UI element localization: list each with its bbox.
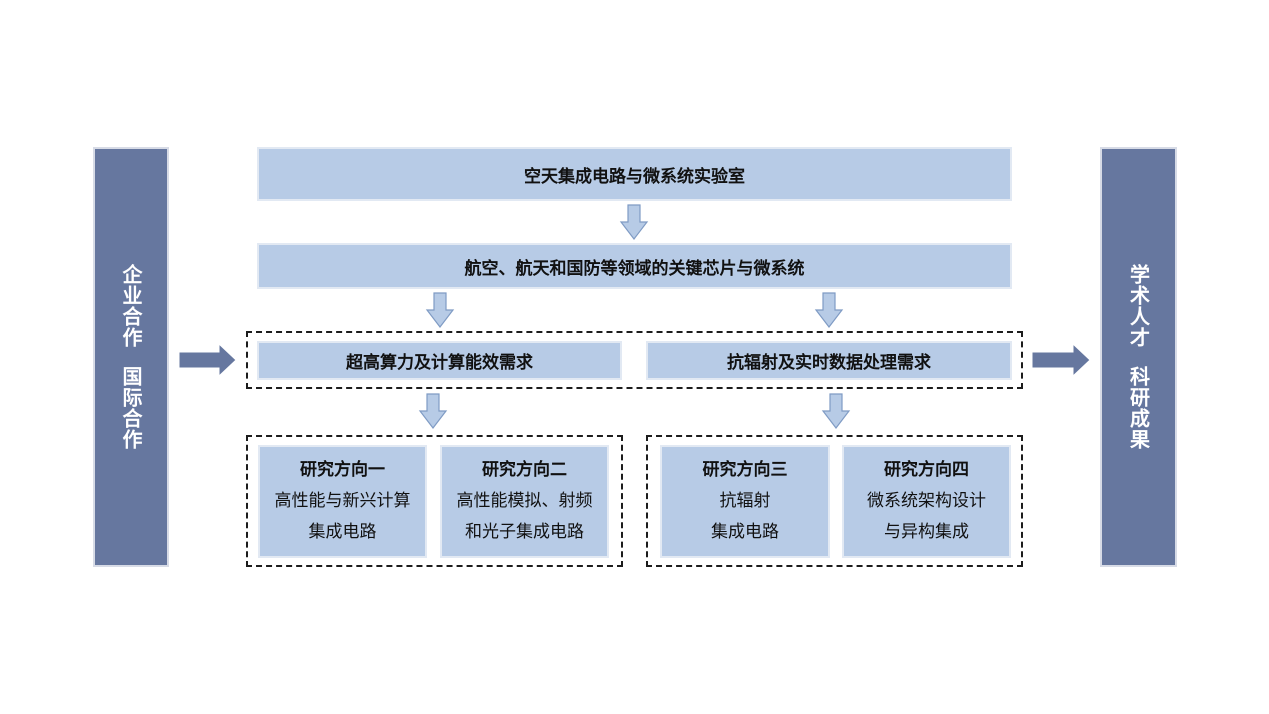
left-panel-line2: 国际合作 bbox=[119, 366, 143, 450]
right-arrow-left-panel-to-needs bbox=[178, 342, 237, 378]
down-arrow-compute-to-directions bbox=[419, 393, 447, 429]
direction-3-line1: 抗辐射 bbox=[719, 491, 771, 511]
down-arrow-radiation-to-directions bbox=[822, 393, 850, 429]
direction-1-line1: 高性能与新兴计算 bbox=[274, 491, 411, 511]
left-panel-text: 企业合作国际合作 bbox=[119, 264, 143, 450]
lab-title-box: 空天集成电路与微系统实验室 bbox=[257, 147, 1012, 201]
direction-4-line1: 微系统架构设计 bbox=[867, 491, 986, 511]
needs-dashed-group bbox=[246, 331, 1023, 389]
left-panel: 企业合作国际合作 bbox=[93, 147, 169, 567]
lab-title: 空天集成电路与微系统实验室 bbox=[524, 166, 745, 187]
left-panel-line1: 企业合作 bbox=[119, 264, 143, 348]
down-arrow-domain-to-compute bbox=[426, 292, 454, 328]
need-radiation-box: 抗辐射及实时数据处理需求 bbox=[646, 341, 1012, 380]
right-panel: 学术人才科研成果 bbox=[1100, 147, 1177, 567]
direction-3-box: 研究方向三 抗辐射 集成电路 bbox=[660, 445, 830, 558]
direction-4-line2: 与异构集成 bbox=[884, 522, 969, 542]
right-panel-line2: 科研成果 bbox=[1126, 366, 1151, 450]
down-arrow-lab-to-domain bbox=[620, 204, 648, 240]
need-compute-label: 超高算力及计算能效需求 bbox=[346, 353, 533, 373]
domain-box: 航空、航天和国防等领域的关键芯片与微系统 bbox=[257, 243, 1012, 289]
direction-1-title: 研究方向一 bbox=[300, 460, 385, 480]
need-compute-box: 超高算力及计算能效需求 bbox=[257, 341, 622, 380]
direction-2-line2: 和光子集成电路 bbox=[465, 522, 584, 542]
directions-group-left bbox=[246, 435, 623, 567]
direction-2-line1: 高性能模拟、射频 bbox=[456, 491, 593, 511]
direction-2-box: 研究方向二 高性能模拟、射频 和光子集成电路 bbox=[440, 445, 609, 558]
direction-2-title: 研究方向二 bbox=[482, 460, 567, 480]
direction-1-box: 研究方向一 高性能与新兴计算 集成电路 bbox=[258, 445, 427, 558]
direction-1-line2: 集成电路 bbox=[308, 522, 377, 542]
right-panel-line1: 学术人才 bbox=[1126, 264, 1151, 348]
need-radiation-label: 抗辐射及实时数据处理需求 bbox=[727, 353, 931, 373]
right-arrow-needs-to-right-panel bbox=[1031, 342, 1091, 378]
down-arrow-domain-to-radiation bbox=[815, 292, 843, 328]
direction-3-line2: 集成电路 bbox=[711, 522, 779, 542]
direction-4-box: 研究方向四 微系统架构设计 与异构集成 bbox=[842, 445, 1011, 558]
direction-4-title: 研究方向四 bbox=[884, 460, 969, 480]
directions-group-right bbox=[646, 435, 1023, 567]
domain-title: 航空、航天和国防等领域的关键芯片与微系统 bbox=[464, 258, 805, 279]
direction-3-title: 研究方向三 bbox=[702, 460, 788, 480]
right-panel-text: 学术人才科研成果 bbox=[1126, 264, 1151, 450]
